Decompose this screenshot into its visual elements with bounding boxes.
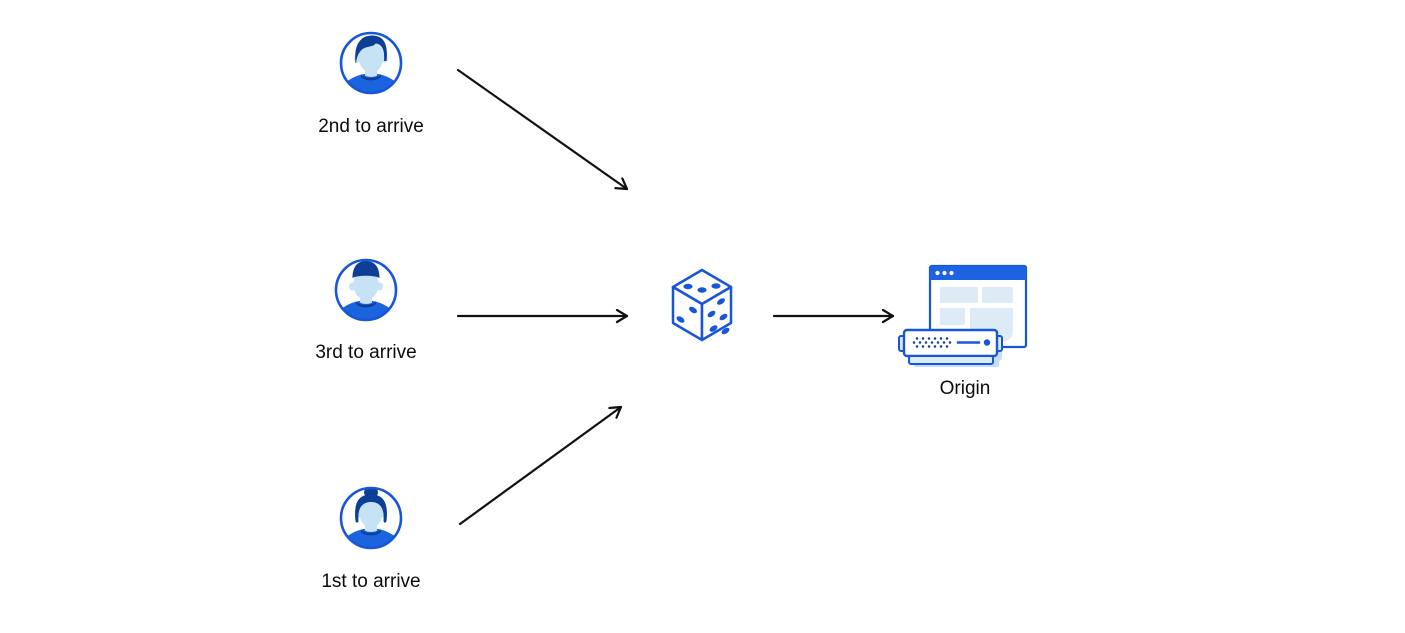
- arrow-client1-to-dice: [458, 405, 623, 526]
- client-node-2nd: [338, 30, 404, 101]
- male-quiff-user-avatar-icon: [339, 31, 403, 95]
- origin-label: Origin: [939, 378, 991, 399]
- male-flattop-user-avatar-icon: [334, 258, 398, 322]
- client-label: 3rd to arrive: [315, 342, 417, 363]
- server-appliance: [898, 328, 1003, 367]
- dice-icon: [671, 268, 733, 342]
- client-label: 2nd to arrive: [318, 116, 424, 137]
- browser-window: [928, 264, 1028, 349]
- origin-server-browser-icon: [898, 264, 1028, 367]
- client-node-3rd: [333, 257, 399, 328]
- arrow-client2-to-dice: [456, 68, 629, 191]
- origin-node: [895, 256, 1030, 376]
- dice-node: [668, 267, 736, 350]
- client-label: 1st to arrive: [321, 571, 421, 592]
- female-bun-user-avatar-icon: [339, 486, 403, 550]
- client-node-1st: [338, 485, 404, 556]
